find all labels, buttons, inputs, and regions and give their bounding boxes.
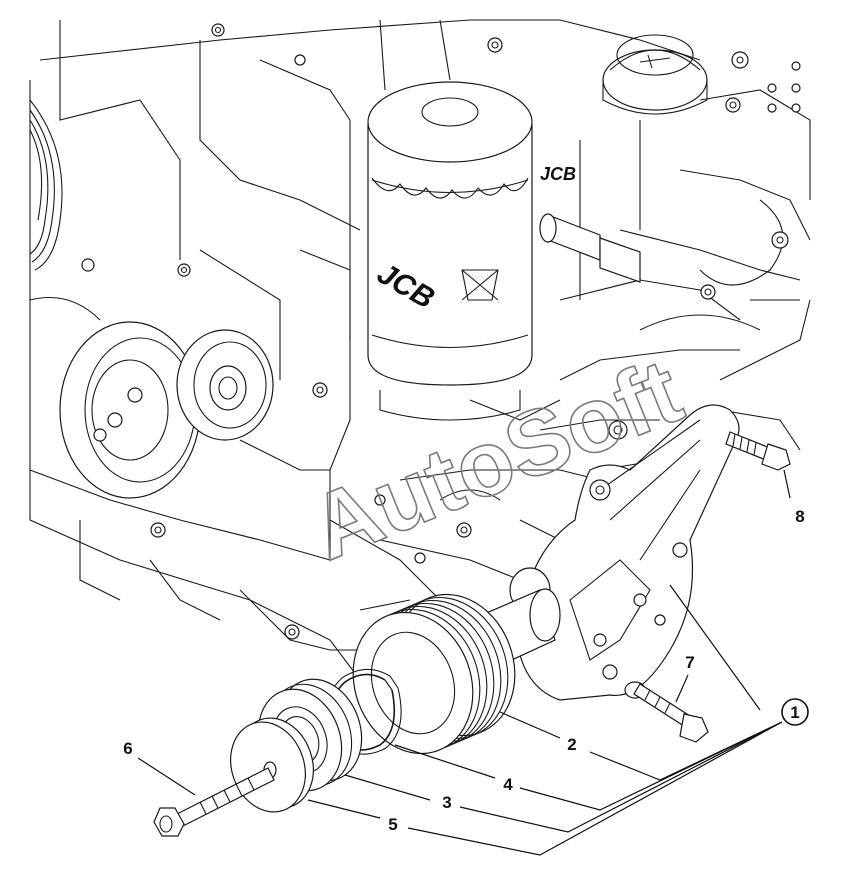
engine-bolts: [81, 23, 801, 640]
bolt-part-8: [725, 431, 791, 471]
bolt-part-7: [624, 681, 709, 743]
idler-pulley: [176, 329, 274, 441]
callout-5: 5: [388, 815, 397, 834]
bolt-part-6: [153, 767, 275, 837]
recycle-bin-icon: [461, 269, 499, 301]
oil-filler-cap: [602, 34, 708, 115]
callout-3: 3: [442, 793, 451, 812]
callout-8: 8: [795, 507, 804, 526]
callout-2: 2: [567, 735, 576, 754]
callout-7: 7: [685, 653, 694, 672]
engine-block: [29, 19, 811, 681]
crank-pulley: [29, 99, 63, 271]
pulley-part-2: [352, 593, 516, 755]
sensor-connector: [539, 213, 641, 283]
callout-6: 6: [123, 739, 132, 758]
leader-lines: [137, 469, 791, 856]
callout-4: 4: [503, 775, 513, 794]
water-pump-pulley: [59, 321, 201, 499]
svg-text:1: 1: [790, 703, 799, 722]
housing-brand-logo: JCB: [540, 164, 576, 184]
callout-1: 1: [781, 698, 809, 726]
oil-filter: JCB: [367, 81, 533, 421]
